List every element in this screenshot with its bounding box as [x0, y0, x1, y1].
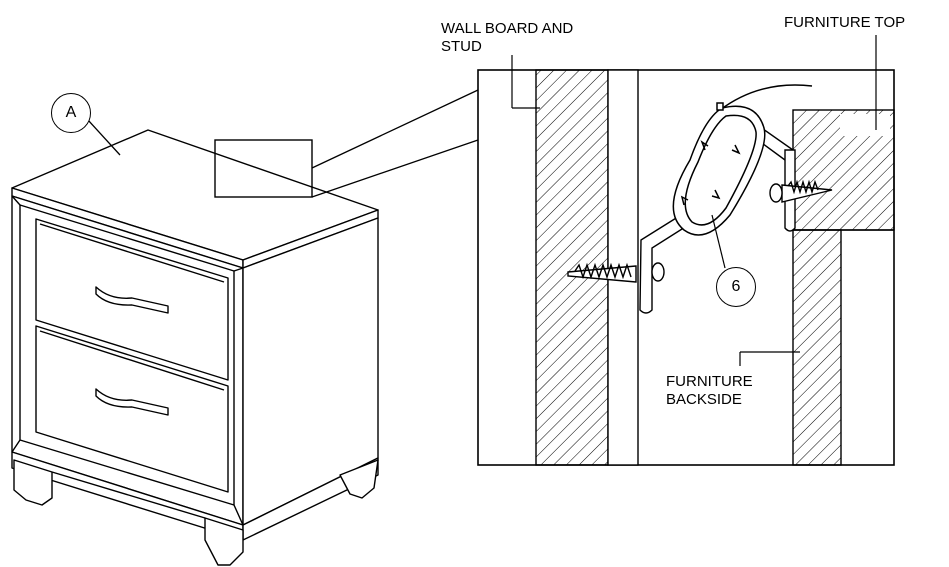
furniture-backside-hatch	[792, 229, 842, 466]
label-furniture-backside-line2: BACKSIDE	[666, 391, 742, 408]
front-right-leg	[204, 517, 244, 566]
anti-tip-strap-icon	[672, 84, 813, 236]
callout-6: 6	[716, 267, 756, 307]
detail-callout-box	[214, 139, 313, 198]
lower-drawer	[35, 325, 229, 493]
label-wall-board-line2: STUD	[441, 38, 482, 55]
label-furniture-top: FURNITURE TOP	[784, 14, 906, 31]
nightstand-drawing	[11, 129, 379, 566]
label-wall-board-line1: WALL BOARD AND	[441, 20, 574, 37]
label-furniture-backside-line1: FURNITURE	[666, 373, 753, 390]
wall-screw-icon	[567, 265, 637, 283]
wall-board-hatch	[535, 69, 609, 466]
callout-a: A	[51, 93, 91, 133]
back-right-leg	[339, 459, 379, 499]
lower-drawer-handle	[95, 388, 169, 416]
upper-drawer-handle	[95, 286, 169, 314]
